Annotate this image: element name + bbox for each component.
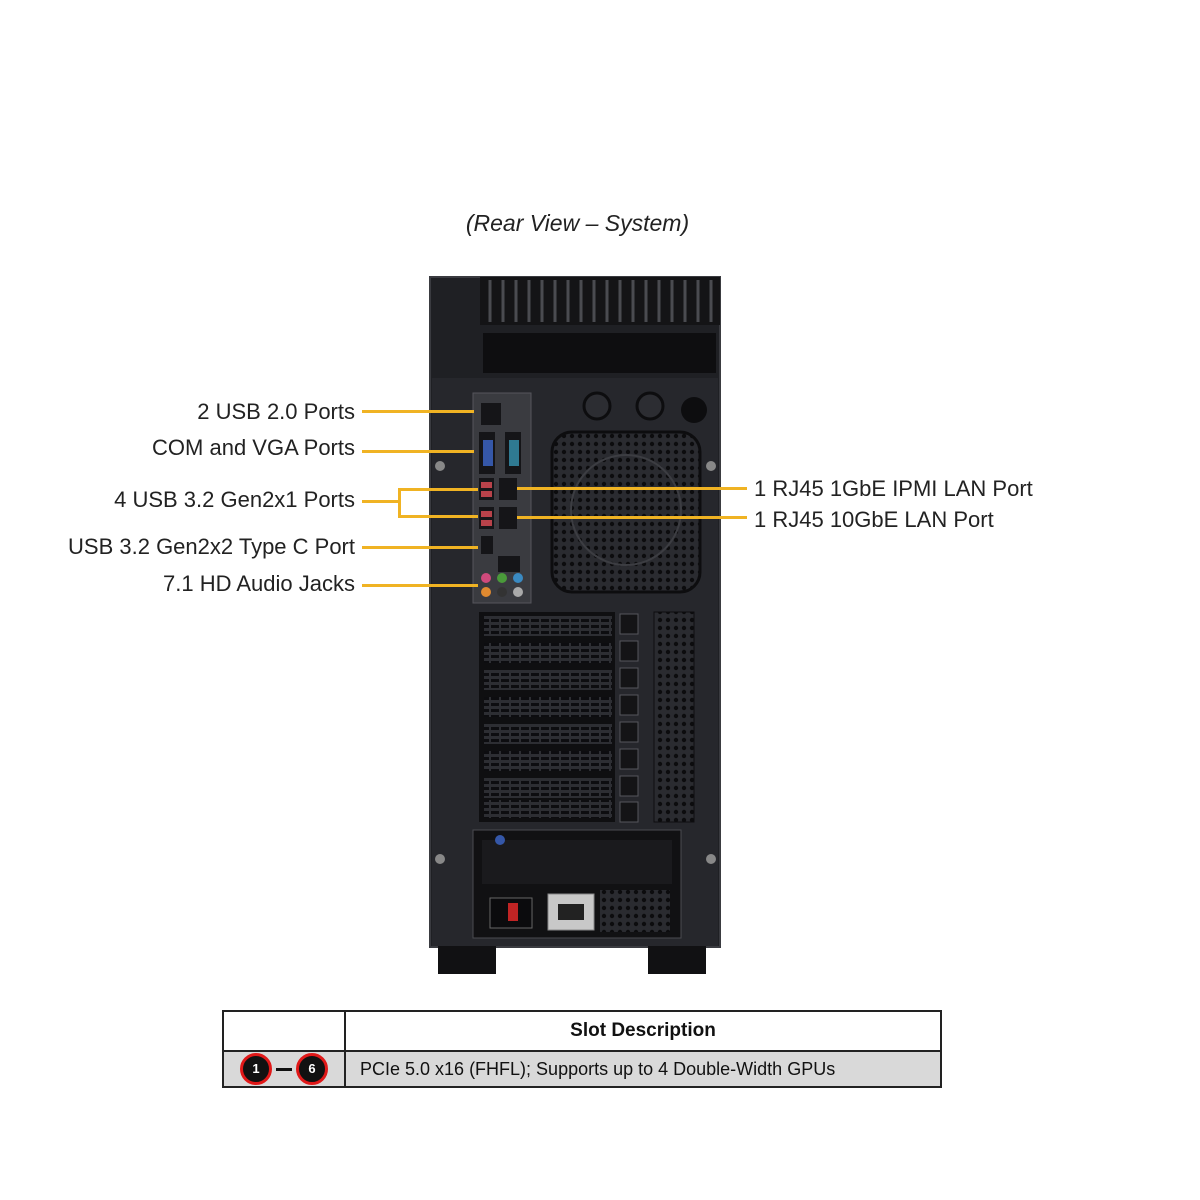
leader-usb32-stem bbox=[362, 500, 398, 503]
label-usb32-gen2x1-ports: 4 USB 3.2 Gen2x1 Ports bbox=[114, 487, 355, 512]
slot-badge-end: 6 bbox=[296, 1053, 328, 1085]
foot-left bbox=[438, 946, 496, 974]
leader-ipmi-lan bbox=[517, 487, 747, 490]
top-heatsink bbox=[480, 277, 720, 325]
leader-usb20 bbox=[362, 410, 474, 413]
header-empty-cell bbox=[222, 1010, 346, 1052]
leader-com-vga bbox=[362, 450, 474, 453]
label-audio-jacks: 7.1 HD Audio Jacks bbox=[163, 571, 355, 596]
leader-audio bbox=[362, 584, 478, 587]
leader-typec bbox=[362, 546, 478, 549]
label-10g-lan-port: 1 RJ45 10GbE LAN Port bbox=[754, 507, 994, 532]
leader-usb32-bracket bbox=[398, 488, 401, 517]
leader-usb32-lower bbox=[398, 515, 478, 518]
side-vent bbox=[653, 611, 695, 823]
table-header-row: Slot Description bbox=[222, 1010, 942, 1052]
label-com-vga-ports: COM and VGA Ports bbox=[152, 435, 355, 460]
figure-caption: (Rear View – System) bbox=[465, 210, 690, 236]
header-slot-description: Slot Description bbox=[344, 1010, 942, 1052]
label-usb20-ports: 2 USB 2.0 Ports bbox=[197, 399, 355, 424]
range-dash bbox=[276, 1067, 292, 1071]
leader-10g-lan bbox=[517, 516, 747, 519]
foot-right bbox=[648, 946, 706, 974]
slot-description-cell: PCIe 5.0 x16 (FHFL); Supports up to 4 Do… bbox=[344, 1050, 942, 1088]
slot-badge-start: 1 bbox=[240, 1053, 272, 1085]
label-usb-typec-port: USB 3.2 Gen2x2 Type C Port bbox=[68, 534, 355, 559]
pcie-slot-covers bbox=[479, 612, 615, 822]
leader-usb32-upper bbox=[398, 488, 478, 491]
label-ipmi-lan-port: 1 RJ45 1GbE IPMI LAN Port bbox=[754, 476, 1033, 501]
